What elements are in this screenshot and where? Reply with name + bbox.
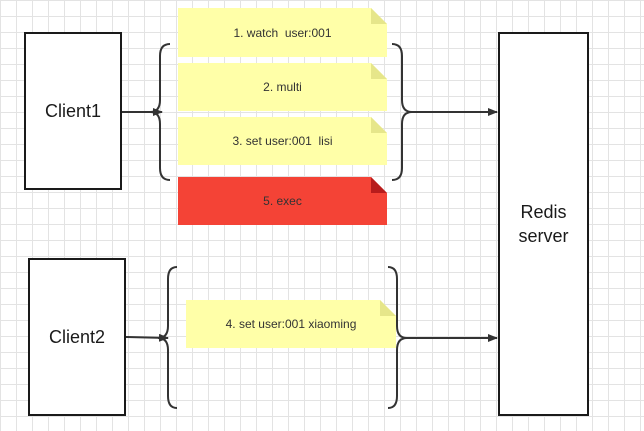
step-watch-note: 1. watch user:001	[178, 8, 387, 57]
client2-box: Client2	[28, 258, 126, 416]
step-set-xiaoming-note: 4. set user:001 xiaoming	[186, 300, 396, 348]
step-watch-label: 1. watch user:001	[233, 25, 332, 40]
redis-server-box: Redis server	[498, 32, 589, 416]
client1-box: Client1	[24, 32, 122, 190]
client2-label: Client2	[48, 327, 106, 347]
step-set-lisi-label: 3. set user:001 lisi	[232, 134, 333, 148]
step-exec-label: 5. exec	[263, 194, 302, 208]
step-exec-note: 5. exec	[178, 177, 387, 225]
note-shape	[178, 117, 387, 165]
note-shape	[178, 63, 387, 111]
note-shape	[178, 8, 387, 57]
client1-label: Client1	[44, 101, 102, 121]
step-set-xiaoming-label: 4. set user:001 xiaoming	[225, 317, 357, 331]
group1-right-brace	[391, 43, 413, 181]
note-shape	[178, 177, 387, 225]
step-multi-note: 2. multi	[178, 63, 387, 111]
group1-left-brace	[149, 43, 171, 181]
step-set-lisi-note: 3. set user:001 lisi	[178, 117, 387, 165]
group2-left-brace	[157, 266, 178, 409]
note-shape	[186, 300, 396, 348]
redis-server-label: Redis server	[518, 202, 569, 246]
step-multi-label: 2. multi	[263, 80, 302, 94]
